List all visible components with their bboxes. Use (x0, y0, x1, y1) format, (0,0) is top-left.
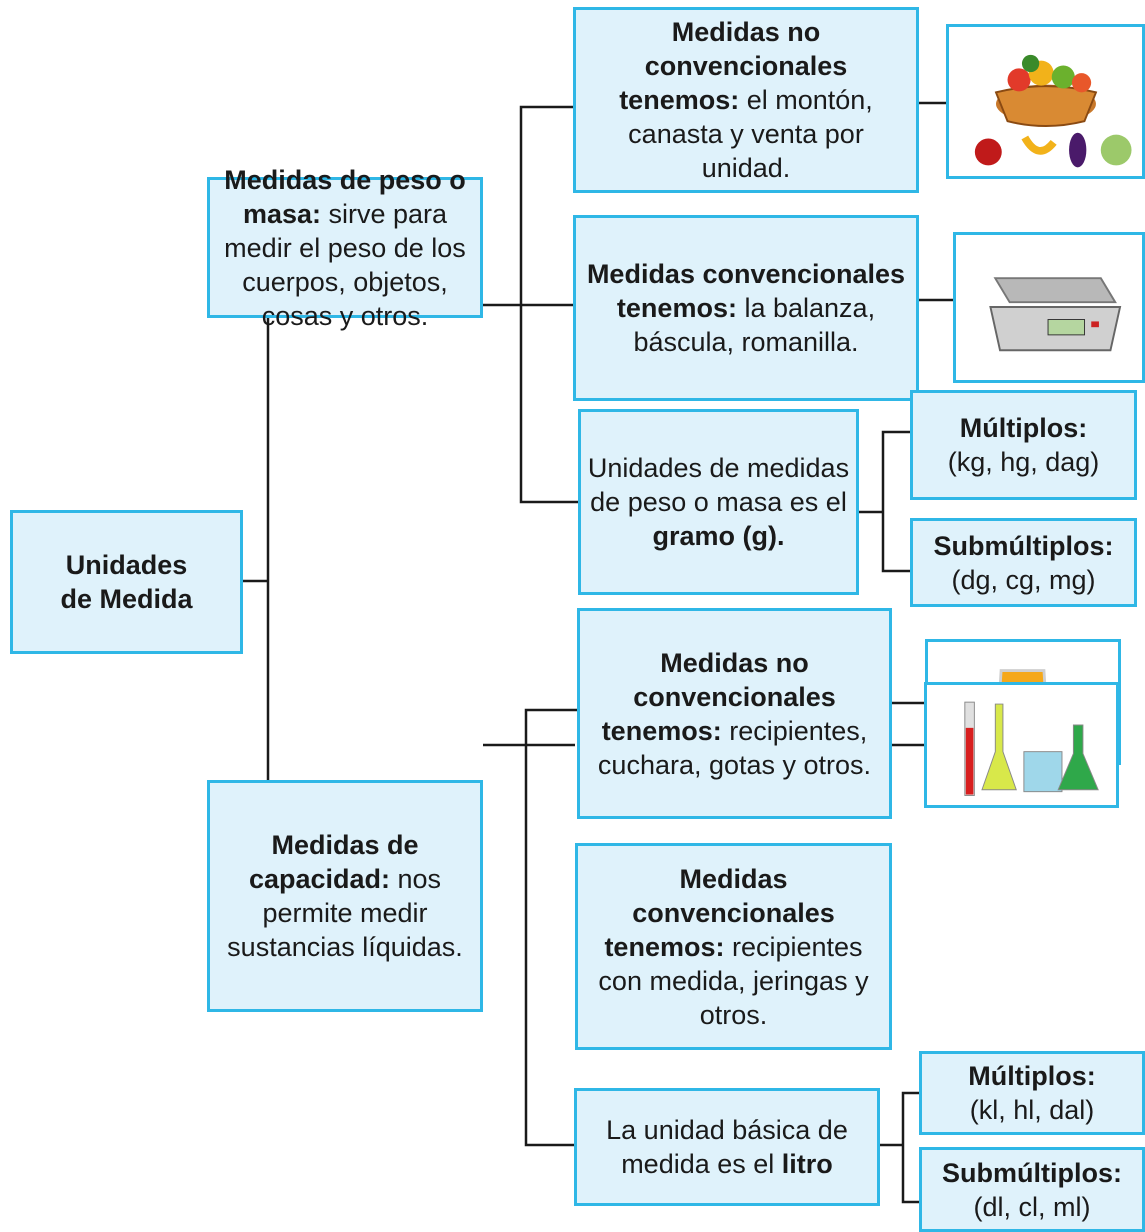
peso-conv-heading: Medidas convencionales tenemos: (586, 259, 906, 323)
capacidad-text: nos permite medir sustancias líquidas. (227, 864, 463, 962)
peso-no-conv-heading: Medidas no convencionales tenemos: (619, 17, 848, 115)
cap-unidad-text: La unidad básica de medida es el (606, 1115, 848, 1179)
cap-convencionales-node: Medidas convencionales tenemos: recipien… (575, 843, 892, 1050)
cap-submultiplos-text: (dl, cl, ml) (973, 1191, 1091, 1222)
cap-multiplos-node: Múltiplos: (kl, hl, dal) (919, 1051, 1145, 1135)
cap-multiplos-heading: Múltiplos: (968, 1061, 1096, 1091)
peso-no-convencionales-node: Medidas no convencionales tenemos: el mo… (573, 7, 919, 193)
cap-no-conv-heading: Medidas no convencionales tenemos: (601, 647, 836, 746)
cap-no-conv-text: recipientes, cuchara, gotas y otros. (597, 715, 872, 780)
peso-unidad-text: Unidades de medidas de peso o masa es el (587, 453, 850, 517)
capacidad-node: Medidas de capacidad: nos permite medir … (207, 780, 483, 1012)
cap-no-convencionales-node: Medidas no convencionales tenemos: recip… (577, 608, 892, 819)
cap-multiplos-text: (kl, hl, dal) (969, 1095, 1095, 1125)
peso-multiplos-text: (kg, hg, dag) (947, 447, 1100, 477)
root-node: Unidades de Medida (10, 510, 243, 654)
cap-unidad-node: La unidad básica de medida es el litro (574, 1088, 880, 1206)
peso-submultiplos-text: (dg, cg, mg) (951, 564, 1096, 595)
cap-conv-text: recipientes con medida, jeringas y otros… (598, 931, 869, 1030)
peso-unidad-bold: gramo (g). (652, 521, 785, 551)
peso-heading: Medidas de peso o masa: (224, 164, 466, 229)
lab-glassware-image (924, 682, 1119, 808)
capacidad-heading: Medidas de capacidad: (248, 830, 419, 894)
peso-convencionales-node: Medidas convencionales tenemos: la balan… (573, 215, 919, 401)
peso-conv-text: la balanza, báscula, romanilla. (633, 293, 876, 357)
peso-multiplos-node: Múltiplos: (kg, hg, dag) (910, 390, 1137, 500)
cap-submultiplos-node: Submúltiplos:(dl, cl, ml) (919, 1147, 1145, 1232)
peso-submultiplos-node: Submúltiplos:(dg, cg, mg) (910, 518, 1137, 607)
peso-no-conv-text: el montón, canasta y venta por unidad. (628, 85, 873, 183)
root-title-line2: de Medida (60, 584, 193, 614)
cap-submultiplos-heading: Submúltiplos: (942, 1157, 1122, 1188)
peso-masa-node-content: Medidas de peso o masa: sirve para medir… (207, 165, 483, 331)
cap-conv-heading: Medidas convencionales tenemos: (604, 863, 835, 962)
root-title-line1: Unidades (65, 550, 188, 580)
cap-unidad-bold: litro (781, 1149, 833, 1179)
peso-submultiplos-heading: Submúltiplos: (933, 530, 1114, 561)
fruit-basket-image (946, 24, 1145, 179)
peso-text: sirve para medir el peso de los cuerpos,… (224, 198, 466, 331)
peso-unidad-node: Unidades de medidas de peso o masa es el… (578, 409, 859, 595)
peso-multiplos-heading: Múltiplos: (959, 413, 1088, 443)
scale-image (953, 232, 1145, 383)
